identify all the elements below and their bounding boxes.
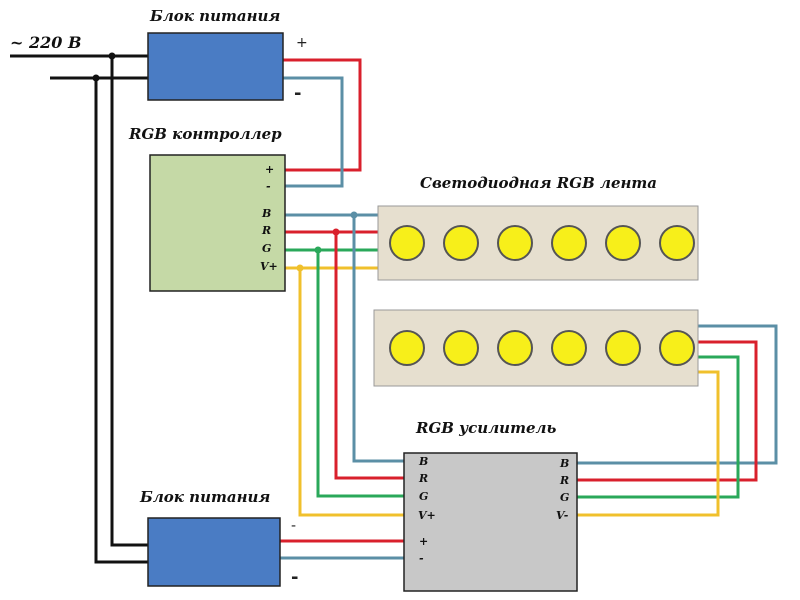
junction-dot bbox=[314, 246, 322, 254]
wire-psu-minus-blue bbox=[283, 76, 344, 188]
junction-dot bbox=[332, 228, 340, 236]
controller-pin-plus: + bbox=[265, 163, 274, 176]
controller-title: RGB контроллер bbox=[128, 125, 282, 143]
controller-pin-v: V+ bbox=[260, 260, 278, 273]
junction-dot bbox=[92, 74, 100, 82]
controller-pin-r: R bbox=[261, 224, 271, 237]
strip-title: Светодиодная RGB лента bbox=[420, 174, 657, 192]
psu-bottom-title: Блок питания bbox=[139, 488, 270, 506]
amplifier-title: RGB усилитель bbox=[415, 419, 556, 437]
led bbox=[389, 330, 425, 366]
psu-bottom-minus-bottom: - bbox=[291, 567, 298, 588]
controller-pin-g: G bbox=[262, 242, 271, 255]
wire-v-to-amp bbox=[298, 268, 406, 517]
led bbox=[551, 330, 587, 366]
strip-top-leds bbox=[389, 225, 695, 261]
mains-drop-2 bbox=[94, 78, 148, 564]
psu-top-minus: - bbox=[294, 83, 301, 104]
amp-in-pin-r: R bbox=[418, 472, 428, 485]
amp-in-pin-minus: - bbox=[419, 552, 424, 565]
wire-amp-b-out bbox=[577, 324, 778, 465]
amp-out-pin-g: G bbox=[560, 491, 569, 504]
led bbox=[443, 330, 479, 366]
junction-dots bbox=[92, 52, 358, 272]
psu-bottom-minus-top: - bbox=[291, 518, 296, 534]
junction-dot bbox=[350, 211, 358, 219]
wire-b-to-amp bbox=[352, 215, 406, 463]
amp-in-pin-plus: + bbox=[419, 535, 428, 548]
led bbox=[605, 330, 641, 366]
amp-out-pin-b: B bbox=[559, 457, 569, 470]
led bbox=[497, 330, 533, 366]
amp-out-pin-r: R bbox=[559, 474, 569, 487]
led bbox=[605, 225, 641, 261]
wire-amp-r-out bbox=[577, 340, 758, 482]
controller-pin-b: B bbox=[261, 207, 271, 220]
wire-amp-v-out bbox=[577, 370, 720, 517]
amp-in-pin-g: G bbox=[419, 490, 428, 503]
led bbox=[497, 225, 533, 261]
wire-r-to-amp bbox=[334, 232, 406, 480]
led bbox=[443, 225, 479, 261]
wire-psu-plus-red bbox=[283, 58, 362, 172]
led bbox=[659, 225, 695, 261]
amp-in-pin-b: B bbox=[418, 455, 428, 468]
junction-dot bbox=[296, 264, 304, 272]
strip-bottom-leds bbox=[389, 330, 695, 366]
wire-amp-g-out bbox=[577, 355, 740, 499]
led bbox=[551, 225, 587, 261]
strip-segment-bottom bbox=[373, 309, 699, 387]
amp-in-pin-v: V+ bbox=[418, 509, 436, 522]
mains-label: ~ 220 В bbox=[10, 33, 81, 52]
junction-dot bbox=[108, 52, 116, 60]
psu-top-plus: + bbox=[296, 35, 308, 51]
wires bbox=[10, 54, 778, 564]
wire-g-to-amp bbox=[316, 250, 406, 498]
amplifier-box bbox=[403, 452, 578, 592]
mains-drop-1 bbox=[110, 56, 148, 547]
led bbox=[389, 225, 425, 261]
psu-top-title: Блок питания bbox=[149, 7, 280, 25]
led bbox=[659, 330, 695, 366]
amp-out-pin-v: V- bbox=[556, 509, 569, 522]
psu-bottom-box bbox=[147, 517, 281, 587]
psu-top-box bbox=[147, 32, 284, 101]
controller-box bbox=[149, 154, 286, 292]
strip-segment-top bbox=[377, 205, 699, 281]
controller-pin-minus: - bbox=[266, 180, 271, 193]
